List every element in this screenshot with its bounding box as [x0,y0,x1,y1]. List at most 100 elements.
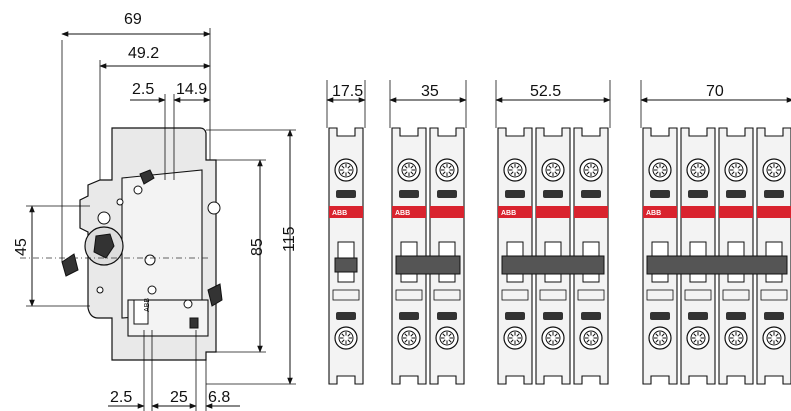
red-band [498,206,532,218]
bottom-terminal-spoke [410,333,414,337]
red-band [719,206,753,218]
knob-lever [61,253,79,277]
red-band [536,206,570,218]
top-terminal-spoke [661,171,665,175]
front-width-label-3p: 52.5 [530,83,561,100]
lower-window [722,289,750,301]
lower-window [760,289,788,301]
bottom-terminal-spoke [510,333,514,337]
front-width-label-1p: 17.5 [332,83,363,100]
top-terminal-spoke [548,171,552,175]
top-terminal-spoke [347,171,351,175]
side-view: ABB 69 49.2 2.5 [13,11,298,411]
top-terminal-spoke [448,165,452,169]
bottom-label-plate [688,312,708,320]
bottom-label-plate [581,312,601,320]
abb-logo: ABB [332,210,347,217]
bottom-terminal-spoke [731,339,735,343]
bottom-terminal-spoke [341,339,345,343]
switch-handle-bar [501,255,605,275]
bottom-terminal-spoke [592,333,596,337]
lower-window [501,289,529,301]
red-band [329,206,363,218]
bottom-terminal-spoke [775,339,779,343]
front-width-label-2p: 35 [421,83,439,100]
top-label-plate [650,190,670,198]
bottom-label-plate [650,312,670,320]
bottom-terminal-spoke [516,333,520,337]
bottom-terminal-spoke [410,339,414,343]
top-terminal-spoke [655,165,659,169]
screw-right [207,201,221,215]
bottom-label-plate [336,312,356,320]
top-terminal-spoke [510,165,514,169]
bottom-label-plate [764,312,784,320]
rotary-knob-center [93,233,115,259]
top-terminal-spoke [693,171,697,175]
bottom-terminal-spoke [516,339,520,343]
lower-window [684,289,712,301]
bottom-terminal-spoke [554,339,558,343]
side-inner-panel [121,169,203,319]
top-terminal-spoke [341,165,345,169]
top-terminal-spoke [693,165,697,169]
dim-label-45: 45 [13,238,30,256]
top-terminal-spoke [516,171,520,175]
top-label-plate [543,190,563,198]
bottom-terminal-spoke [442,333,446,337]
dim-label-6-8: 6.8 [208,389,230,406]
top-terminal-spoke [592,165,596,169]
top-terminal-spoke [699,165,703,169]
screw-small-a [133,185,143,195]
dim-label-115: 115 [281,226,298,252]
bottom-terminal-spoke [769,333,773,337]
top-label-plate [399,190,419,198]
lower-window [395,289,423,301]
top-terminal-spoke [341,171,345,175]
top-terminal-spoke [769,165,773,169]
bottom-terminal-spoke [548,339,552,343]
top-terminal-spoke [655,171,659,175]
bottom-terminal-spoke [661,333,665,337]
bottom-terminal-spoke [404,333,408,337]
red-band [392,206,426,218]
bottom-terminal-spoke [737,339,741,343]
side-logo-box [133,299,149,325]
bottom-label-plate [543,312,563,320]
bottom-terminal-spoke [775,333,779,337]
bottom-terminal-spoke [655,333,659,337]
top-terminal-spoke [769,171,773,175]
top-terminal-spoke [442,165,446,169]
top-terminal-spoke [516,165,520,169]
dim-label-49-2: 49.2 [128,45,159,62]
screw-small-c [183,299,193,309]
abb-logo: ABB [501,210,516,217]
bottom-terminal-spoke [448,333,452,337]
side-logo-text: ABB [144,298,151,312]
abb-logo: ABB [395,210,410,217]
bottom-terminal-spoke [448,339,452,343]
lower-window [577,289,605,301]
bottom-terminal-spoke [731,333,735,337]
red-band [643,206,677,218]
top-label-plate [581,190,601,198]
bottom-terminal-spoke [693,333,697,337]
top-terminal-spoke [661,165,665,169]
top-terminal-spoke [347,165,351,169]
bottom-terminal-spoke [347,339,351,343]
top-terminal-spoke [404,165,408,169]
front-width-label-4p: 70 [706,83,724,100]
switch-handle-bar [395,255,461,275]
bottom-terminal-spoke [404,339,408,343]
top-terminal-spoke [592,171,596,175]
bottom-terminal-spoke [586,333,590,337]
top-label-plate [336,190,356,198]
bottom-terminal-spoke [554,333,558,337]
top-label-plate [505,190,525,198]
bottom-terminal-spoke [347,333,351,337]
top-terminal-spoke [586,165,590,169]
switch-handle-bar [646,255,788,275]
red-band [574,206,608,218]
bottom-terminal-spoke [693,339,697,343]
top-terminal-spoke [448,171,452,175]
